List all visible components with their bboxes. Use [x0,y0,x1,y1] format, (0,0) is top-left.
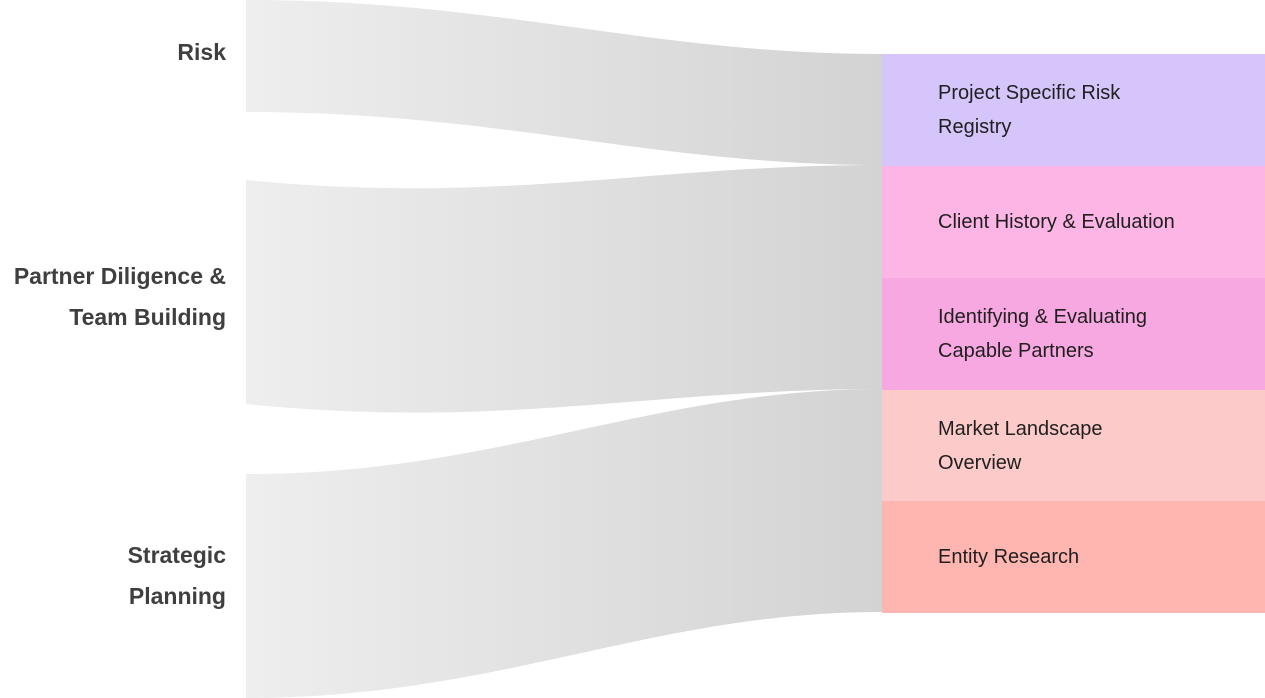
category-label-line: Partner Diligence & [13,263,226,289]
category-label-partner-diligence: Partner Diligence & Team Building [14,256,226,338]
flow-partner-diligence [246,165,882,413]
target-box-project-risk-registry[interactable]: Project Specific Risk Registry [882,54,1265,166]
target-label: Project Specific Risk Registry [938,82,1121,138]
target-label: Entity Research [938,546,1080,568]
category-label-line: Team Building [69,304,226,330]
target-box-client-history[interactable]: Client History & Evaluation [882,166,1265,278]
target-box-identifying-partners[interactable]: Identifying & Evaluating Capable Partner… [882,278,1265,390]
target-label: Client History & Evaluation [938,211,1175,233]
target-box-market-landscape[interactable]: Market Landscape Overview [882,390,1265,502]
category-label-strategic-planning: Strategic Planning [128,535,226,617]
category-label-line: Risk [177,39,226,65]
target-label: Market Landscape Overview [938,418,1103,474]
flow-strategic-planning [246,389,882,698]
category-label-risk: Risk [177,32,226,73]
category-label-line: Planning [128,583,226,609]
category-label-line: Strategic [127,542,226,568]
target-label: Identifying & Evaluating Capable Partner… [938,306,1148,362]
flow-risk [246,0,882,165]
target-box-entity-research[interactable]: Entity Research [882,501,1265,613]
